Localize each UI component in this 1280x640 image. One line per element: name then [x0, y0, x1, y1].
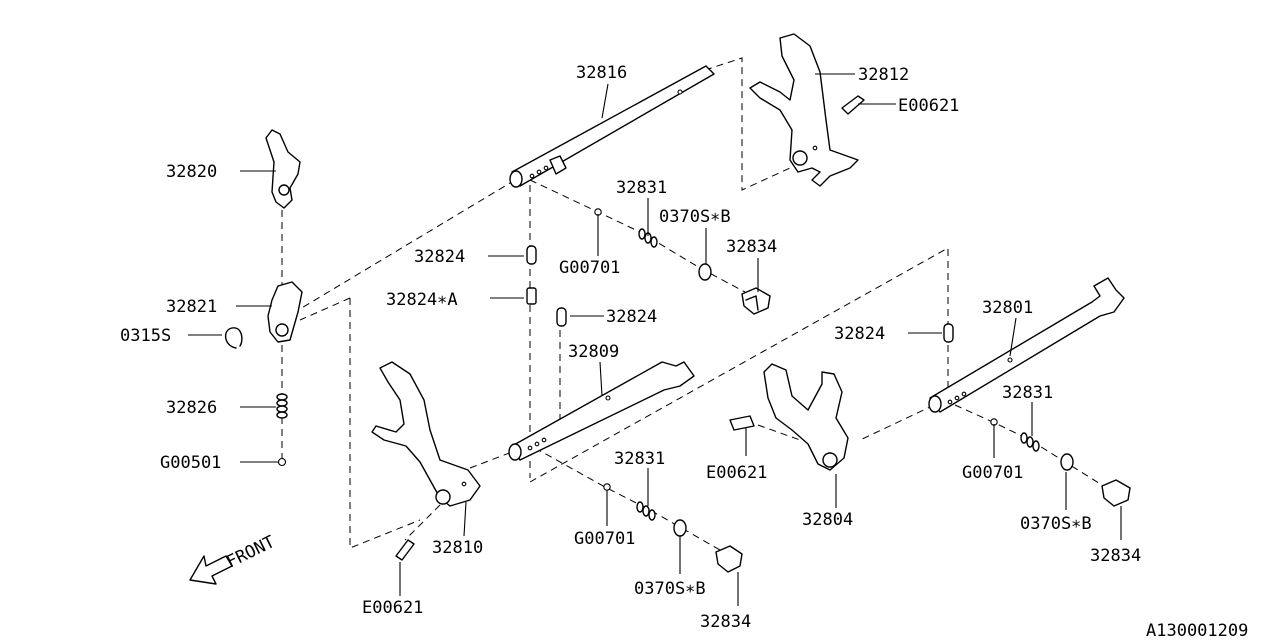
- part-labels: 32816 32812 E00621 32820 32831 0370S∗B 3…: [120, 63, 1248, 640]
- pin-E00621-bottom: [395, 539, 415, 561]
- label-32831-mid: 32831: [614, 449, 665, 469]
- label-0370SB-top: 0370S∗B: [659, 207, 731, 227]
- plug-32834-right: [1101, 479, 1131, 507]
- label-32831-top: 32831: [616, 178, 667, 198]
- shift-rod-32809: [508, 361, 695, 461]
- label-G00701-right: G00701: [962, 463, 1023, 483]
- label-32804: 32804: [802, 510, 853, 530]
- shift-rod-32801: [928, 277, 1125, 413]
- spring-32831-mid: [636, 501, 656, 521]
- label-32824A: 32824∗A: [386, 290, 458, 310]
- plunger-32824A: [526, 287, 537, 305]
- label-32809: 32809: [568, 342, 619, 362]
- label-G00701-mid: G00701: [574, 529, 635, 549]
- label-E00621-bottom: E00621: [362, 598, 423, 618]
- front-arrow-icon: [189, 555, 233, 585]
- pin-E00621-mid: [729, 415, 755, 431]
- label-32824-b: 32824: [606, 307, 657, 327]
- label-G00501: G00501: [160, 453, 221, 473]
- pin-E00621-top: [841, 95, 865, 115]
- label-32810: 32810: [432, 538, 483, 558]
- label-G00701-top: G00701: [559, 258, 620, 278]
- label-32821: 32821: [166, 297, 217, 317]
- plunger-32824-a: [526, 245, 537, 265]
- label-0370SB-mid: 0370S∗B: [634, 579, 706, 599]
- washer-0370SB-mid: [673, 519, 687, 537]
- shift-arm-32820: [265, 129, 301, 209]
- front-label: FRONT: [223, 532, 278, 572]
- washer-0370SB-top: [698, 263, 712, 281]
- label-32826: 32826: [166, 398, 217, 418]
- label-32824-a: 32824: [414, 247, 465, 267]
- label-E00621-top: E00621: [898, 96, 959, 116]
- label-32820: 32820: [166, 162, 217, 182]
- ball-G00701-mid: [603, 483, 611, 491]
- label-32801: 32801: [982, 298, 1033, 318]
- label-32834-mid: 32834: [700, 612, 751, 632]
- label-0315S: 0315S: [120, 326, 171, 346]
- snap-ring-0315S: [225, 327, 243, 349]
- label-32834-top: 32834: [726, 237, 777, 257]
- label-32831-right: 32831: [1002, 383, 1053, 403]
- catalog-number: A130001209: [1146, 621, 1248, 640]
- plunger-32824-b: [556, 307, 567, 327]
- ball-G00501: [277, 457, 287, 467]
- shift-fork-32812: [749, 33, 859, 187]
- shift-fork-32810: [371, 361, 481, 507]
- label-32824-c: 32824: [834, 324, 885, 344]
- washer-0370SB-right: [1060, 453, 1074, 471]
- label-32834-right: 32834: [1090, 546, 1141, 566]
- label-32812: 32812: [858, 65, 909, 85]
- plug-32834-top: [741, 287, 771, 315]
- plunger-32824-c: [943, 323, 954, 343]
- plug-32834-mid: [715, 545, 743, 573]
- spring-32826: [276, 393, 288, 419]
- shift-fork-32804: [763, 363, 849, 471]
- label-0370SB-right: 0370S∗B: [1020, 514, 1092, 534]
- label-32816: 32816: [576, 63, 627, 83]
- spring-32831-right: [1020, 432, 1040, 452]
- selector-32821: [267, 281, 303, 343]
- shift-rod-32816: [509, 65, 715, 188]
- label-E00621-mid: E00621: [706, 463, 767, 483]
- leader-lines: [188, 73, 1122, 606]
